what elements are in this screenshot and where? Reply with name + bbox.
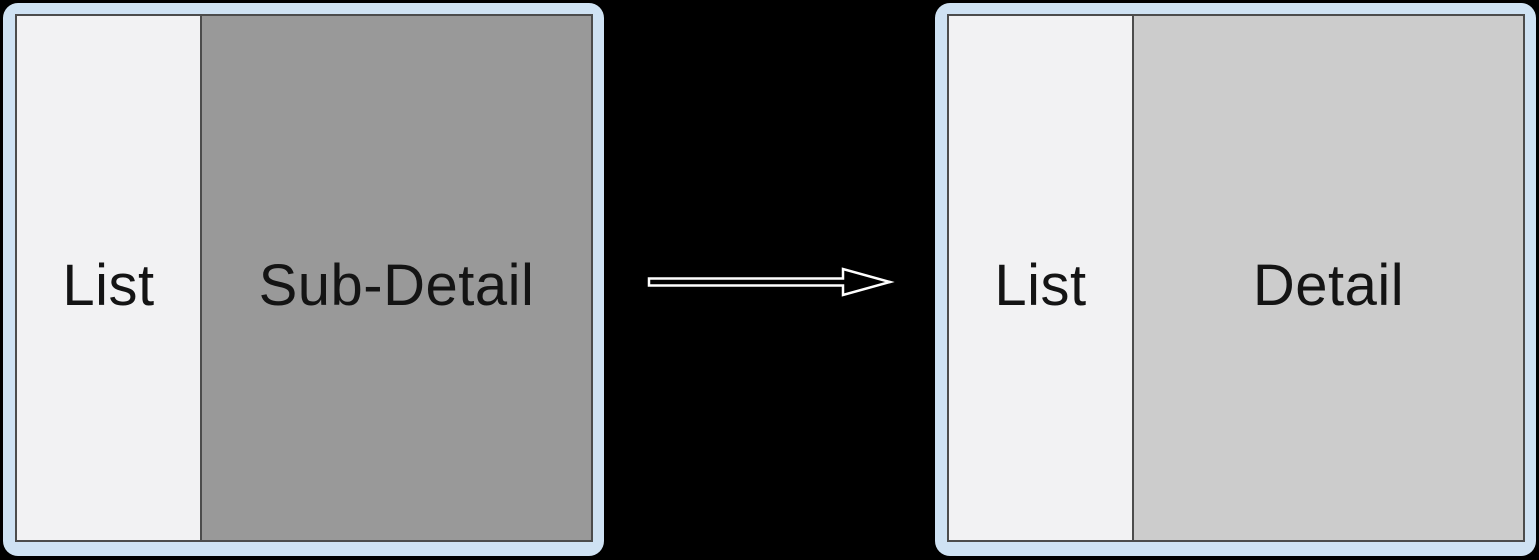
after-detail-pane: Detail xyxy=(1132,16,1523,540)
before-sub-detail-pane: Sub-Detail xyxy=(200,16,591,540)
after-detail-label: Detail xyxy=(1252,252,1405,318)
after-list-label: List xyxy=(994,252,1087,318)
before-list-pane: List xyxy=(17,16,200,540)
before-sub-detail-label: Sub-Detail xyxy=(258,252,535,318)
after-screen-frame: List Detail xyxy=(935,3,1536,556)
before-list-label: List xyxy=(62,252,155,318)
after-screen-content: List Detail xyxy=(947,14,1525,542)
before-screen-frame: List Sub-Detail xyxy=(3,3,604,556)
before-screen-content: List Sub-Detail xyxy=(15,14,593,542)
right-arrow-icon xyxy=(647,267,895,297)
after-list-pane: List xyxy=(949,16,1132,540)
